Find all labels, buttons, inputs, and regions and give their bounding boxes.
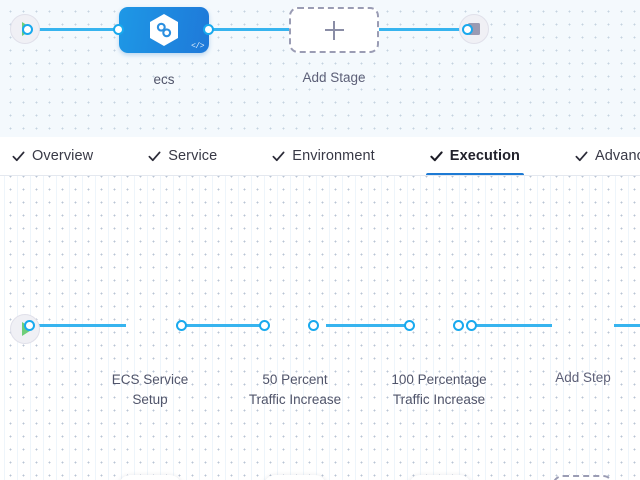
wire-step2-to-step3 (326, 324, 410, 327)
tab-label: Overview (32, 148, 94, 164)
port-stage-out[interactable] (203, 24, 214, 35)
tab-label: Execution (449, 148, 520, 164)
step-label-100-percentage-traffic-increase: 100 Percentage Traffic Increase (391, 372, 487, 407)
tab-label: Service (168, 148, 218, 164)
code-marker: </> (191, 42, 204, 51)
port-stage-in[interactable] (113, 24, 124, 35)
port-step1-in[interactable] (176, 320, 187, 331)
port-step2-in[interactable] (308, 320, 319, 331)
stage-canvas[interactable]: </> ecs Add Stage (0, 0, 640, 137)
wire-step1-to-step2 (180, 324, 264, 327)
section-tabs: Overview Service Environment (0, 137, 640, 176)
step-node-ecs-service-setup[interactable]: </> (119, 475, 181, 480)
tab-environment[interactable]: Environment (268, 137, 397, 175)
step-node-100-percentage-traffic-increase[interactable]: </> (409, 475, 471, 480)
check-icon (430, 150, 443, 163)
add-stage-button[interactable] (289, 7, 379, 53)
plus-icon (324, 20, 344, 40)
step-node-50-percent-traffic-increase[interactable]: </> (264, 475, 326, 480)
check-icon (148, 150, 161, 163)
tab-advanced[interactable]: Advanced (571, 137, 640, 175)
check-icon (272, 150, 285, 163)
wire-start-to-step1 (28, 324, 126, 327)
step-label-ecs-service-setup: ECS Service Setup (111, 372, 189, 407)
stage-label-ecs: ecs (153, 72, 175, 87)
port-exec-start-out[interactable] (24, 320, 35, 331)
wire-start-to-stage (26, 28, 126, 31)
add-step-button[interactable] (552, 475, 614, 480)
add-stage-label: Add Stage (302, 70, 366, 85)
port-start-out[interactable] (22, 24, 33, 35)
stage-node-ecs[interactable]: </> (119, 7, 209, 53)
execution-steps-canvas[interactable]: </> ECS Service Setup (0, 176, 640, 480)
tab-service[interactable]: Service (144, 137, 239, 175)
step-label-50-percent-traffic-increase: 50 Percent Traffic Increase (248, 372, 342, 407)
check-icon (575, 150, 588, 163)
wire-addstage-to-end (378, 28, 468, 31)
port-step3-in[interactable] (453, 320, 464, 331)
wire-addstep-trailing (614, 324, 640, 327)
tab-label: Environment (292, 148, 375, 164)
tab-label: Advanced (595, 148, 640, 164)
check-icon (12, 150, 25, 163)
add-step-label: Add Step (555, 370, 611, 385)
port-step2-out[interactable] (404, 320, 415, 331)
port-end-in[interactable] (462, 24, 473, 35)
wire-step3-to-addstep (472, 324, 552, 327)
wire-stage-to-addstage (208, 28, 292, 31)
hexagon-infinity-icon (148, 13, 180, 47)
tab-execution[interactable]: Execution (425, 137, 542, 175)
tab-overview[interactable]: Overview (8, 137, 115, 175)
port-step1-out[interactable] (259, 320, 270, 331)
port-step3-out[interactable] (466, 320, 477, 331)
